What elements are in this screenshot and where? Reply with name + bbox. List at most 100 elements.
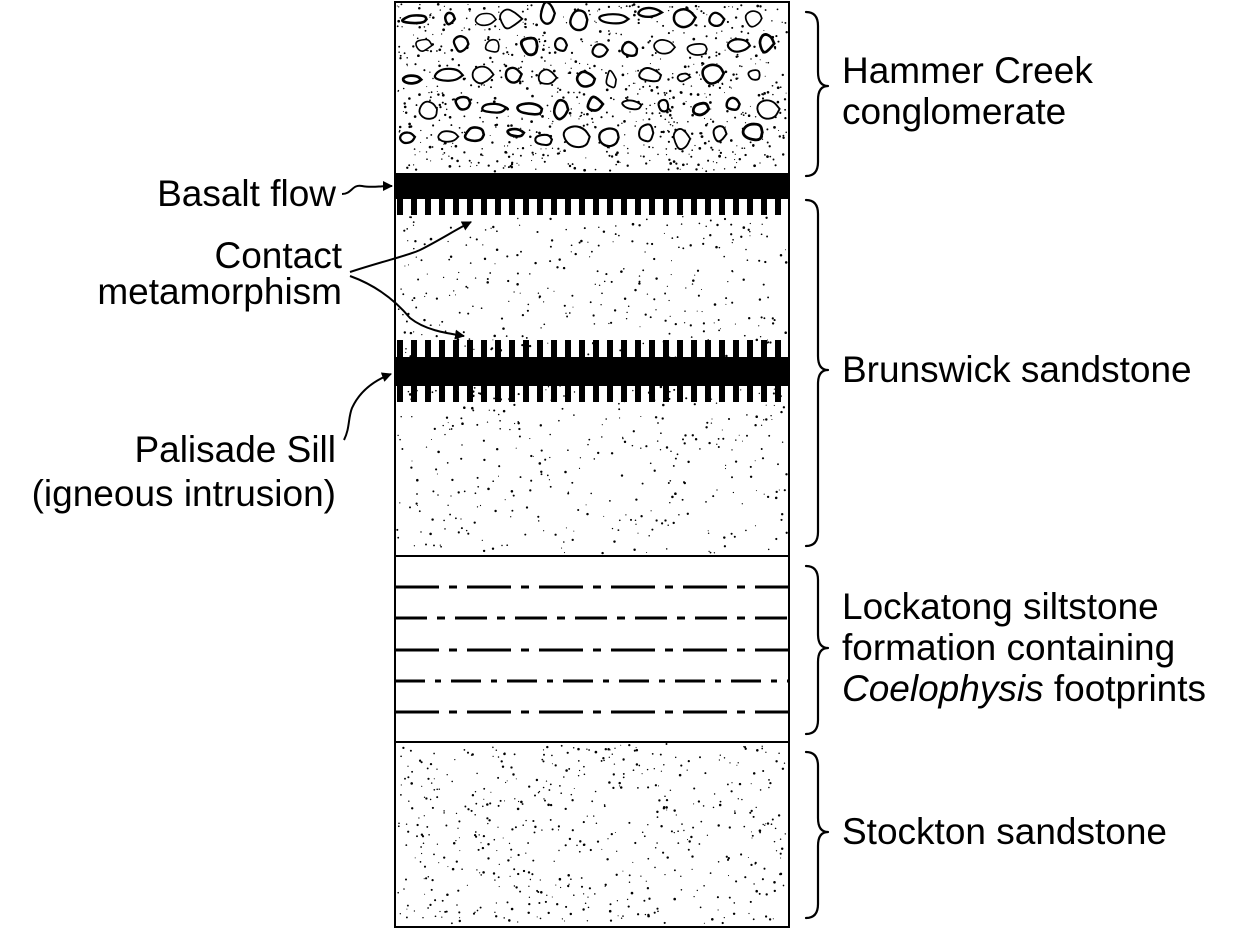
stipple-dot [684, 434, 687, 437]
stipple-dot [567, 492, 570, 495]
stipple-dot [525, 506, 529, 509]
stipple-dot [694, 274, 696, 276]
stipple-dot [528, 902, 531, 906]
stipple-dot [507, 279, 510, 283]
pebble [471, 65, 495, 85]
stipple-dot [541, 115, 544, 118]
stipple-dot [543, 530, 545, 532]
stipple-dot [692, 279, 695, 282]
metamorphism-tick [397, 386, 403, 402]
stipple-dot [735, 73, 738, 76]
stipple-dot [649, 104, 651, 107]
stipple-dot [664, 319, 667, 322]
stipple-dot [578, 467, 581, 470]
stipple-dot [441, 320, 444, 323]
stipple-dot [710, 422, 713, 424]
stipple-dot [428, 145, 432, 149]
stipple-dot [689, 92, 693, 96]
stipple-dot [590, 492, 593, 495]
stipple-dot [616, 900, 619, 902]
stipple-dot [403, 888, 405, 890]
stipple-dot [665, 92, 668, 94]
stipple-dot [420, 259, 423, 262]
stipple-dot [692, 37, 696, 41]
stipple-dot [669, 162, 673, 165]
stipple-dot [749, 900, 752, 903]
stipple-dot [429, 14, 432, 17]
stipple-dot [444, 910, 447, 913]
stipple-dot [638, 224, 641, 227]
stipple-dot [521, 147, 525, 150]
stipple-dot [755, 889, 758, 893]
stipple-dot [628, 874, 631, 877]
stipple-dot [676, 167, 679, 170]
stipple-dot [486, 281, 489, 284]
metamorphism-tick [761, 386, 767, 402]
stipple-dot [503, 63, 506, 66]
metamorphism-tick [439, 340, 445, 357]
stipple-dot [397, 89, 400, 92]
stipple-dot [413, 115, 417, 118]
label-hammer-creek-line1: Hammer Creek [842, 50, 1093, 91]
stipple-dot [563, 149, 566, 153]
stipple-dot [467, 808, 470, 811]
stipple-dot [398, 45, 401, 48]
stipple-dot [773, 404, 775, 407]
stipple-dot [676, 453, 679, 456]
stipple-dot [565, 905, 568, 908]
stipple-dot [478, 872, 481, 874]
stipple-dot [628, 84, 630, 87]
stipple-dot [768, 779, 770, 781]
stipple-dot [715, 402, 718, 404]
stipple-dot [762, 93, 764, 96]
metamorphism-tick [495, 340, 501, 357]
stipple-dot [580, 877, 583, 879]
stipple-dot [427, 777, 430, 780]
stipple-dot [702, 330, 705, 333]
stipple-dot [535, 131, 538, 134]
stipple-dot [696, 889, 698, 892]
stipple-dot [436, 2, 440, 6]
stipple-dot [763, 419, 765, 421]
label-contact-line1: Contact [214, 235, 342, 276]
stipple-dot [703, 885, 705, 887]
stipple-dot [530, 76, 533, 78]
stipple-dot [743, 825, 746, 828]
stipple-dot [672, 464, 675, 467]
stipple-dot [782, 406, 786, 409]
stipple-dot [443, 143, 445, 145]
stipple-dot [674, 492, 677, 496]
stipple-dot [455, 812, 458, 815]
stipple-dot [783, 762, 786, 764]
stipple-dot [475, 238, 478, 241]
metamorphism-tick [593, 340, 599, 357]
stipple-dot [419, 3, 421, 6]
stipple-dot [523, 55, 526, 57]
stipple-dot [517, 217, 519, 220]
stipple-dot [457, 889, 460, 892]
stipple-dot [513, 291, 515, 293]
stipple-dot [618, 402, 620, 405]
stipple-dot [703, 237, 705, 240]
stipple-dot [585, 504, 587, 506]
stipple-dot [482, 871, 485, 874]
stipple-dot [521, 803, 524, 805]
stipple-dot [667, 130, 670, 133]
stipple-dot [529, 878, 532, 881]
stipple-dot [600, 304, 602, 306]
stipple-dot [749, 222, 751, 225]
stipple-dot [540, 327, 542, 329]
stipple-dot [754, 116, 757, 118]
pebble [454, 95, 472, 111]
stipple-dot [497, 826, 499, 828]
stipple-dot [756, 4, 760, 8]
stipple-dot [579, 115, 581, 118]
stipple-dot [431, 518, 434, 521]
stipple-dot [441, 899, 444, 902]
stipple-dot [784, 833, 787, 835]
stipple-dot [678, 513, 680, 516]
stipple-dot [651, 112, 654, 115]
stipple-dot [439, 324, 441, 326]
stipple-dot [461, 131, 463, 134]
stipple-dot [516, 162, 518, 164]
